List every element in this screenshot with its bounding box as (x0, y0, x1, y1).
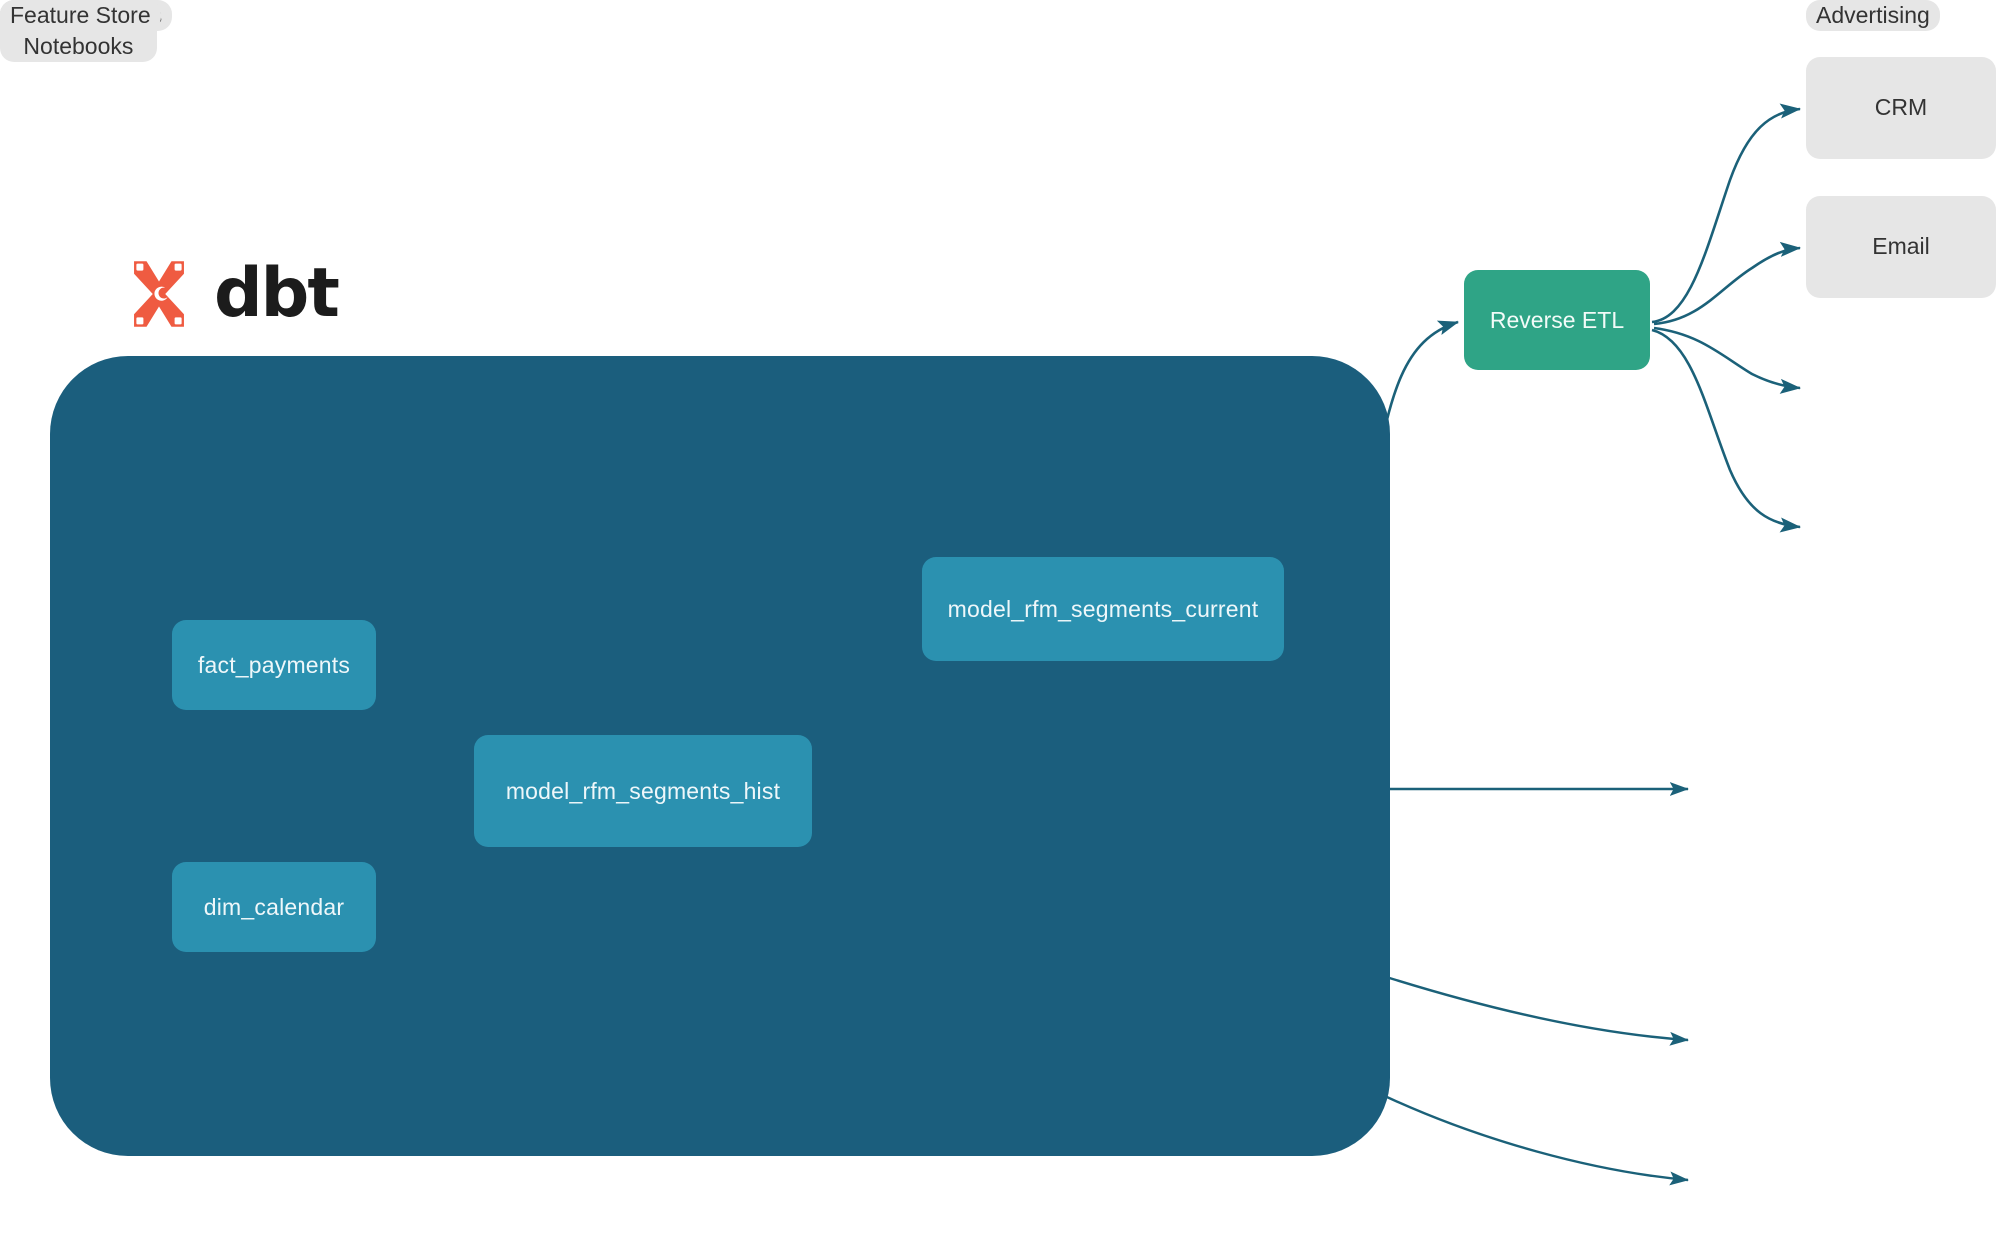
node-destination-feature-store[interactable]: Feature Store (0, 0, 161, 32)
node-fact-payments-label: fact_payments (197, 651, 351, 678)
edge-reverse-etl-to-advertising (1653, 326, 1802, 394)
node-reverse-etl-label: Reverse ETL (1489, 306, 1625, 333)
dbt-x-mark-icon (134, 261, 184, 327)
node-destination-advertising[interactable]: Advertising (1806, 0, 1940, 32)
edge-reverse-etl-to-sms-push (1651, 328, 1802, 533)
edge-reverse-etl-to-email (1653, 241, 1802, 326)
node-reverse-etl[interactable]: Reverse ETL (1464, 270, 1650, 370)
node-fact-payments[interactable]: fact_payments (172, 620, 376, 710)
edge-reverse-etl-to-crm (1651, 103, 1802, 324)
node-model-rfm-segments-hist-label: model_rfm_segments_hist (505, 777, 781, 804)
node-model-rfm-segments-hist[interactable]: model_rfm_segments_hist (474, 735, 812, 847)
node-dim-calendar[interactable]: dim_calendar (172, 862, 376, 952)
node-destination-crm[interactable]: CRM (1806, 57, 1996, 159)
node-destination-feature-store-label: Feature Store (10, 2, 151, 28)
node-destination-crm-label: CRM (1874, 94, 1928, 121)
node-dim-calendar-label: dim_calendar (203, 893, 345, 920)
dbt-wordmark: dbt (214, 254, 340, 333)
node-model-rfm-segments-current-label: model_rfm_segments_current (947, 595, 1259, 622)
node-destination-email[interactable]: Email (1806, 196, 1996, 298)
node-destination-email-label: Email (1872, 233, 1930, 260)
node-model-rfm-segments-current[interactable]: model_rfm_segments_current (922, 557, 1284, 661)
node-destination-advertising-label: Advertising (1816, 2, 1930, 28)
dbt-logo: dbt (120, 254, 340, 333)
